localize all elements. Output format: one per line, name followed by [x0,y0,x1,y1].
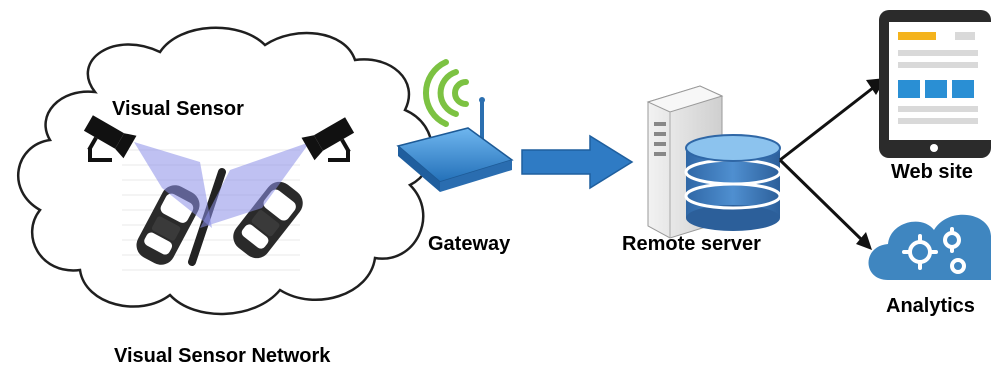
arrows-server-to-outputs [778,82,879,244]
camera-mount-left [88,148,112,162]
web-site-label: Web site [891,161,973,183]
gears-cloud-icon [868,214,991,280]
arrowhead-analytics [856,232,872,250]
arrow-gateway-to-server [521,134,634,190]
sensor-fov-right [200,142,310,228]
tablet-icon [879,10,991,158]
camera-mount-right [328,150,350,162]
remote-server-label: Remote server [622,233,761,255]
sensor-fov-left [134,142,212,228]
gateway-label: Gateway [428,233,511,255]
visual-sensor-network-label: Visual Sensor Network [114,345,331,367]
wifi-icon [423,59,469,127]
camera-icon [301,117,355,161]
car-icon [233,181,303,259]
database-icon [684,134,782,231]
camera-icon [83,115,137,159]
analytics-label: Analytics [886,295,975,317]
router-icon [396,97,514,192]
visual-sensor-label: Visual Sensor [112,98,244,120]
